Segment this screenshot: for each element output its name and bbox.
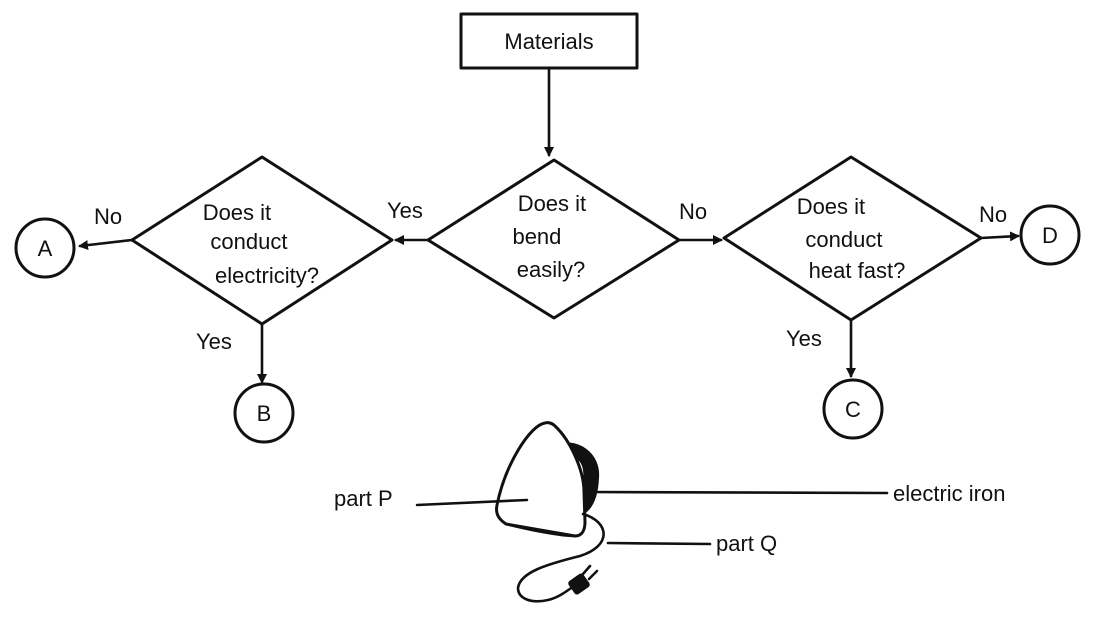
leader-part-q bbox=[606, 541, 712, 546]
plug-icon bbox=[568, 564, 599, 595]
decision-electricity-line-3: electricity? bbox=[215, 263, 319, 288]
start-box: Materials bbox=[459, 12, 639, 70]
outcome-b: B bbox=[233, 382, 295, 444]
decision-heat-line-1: Does it bbox=[797, 194, 865, 219]
outcome-c-label: C bbox=[845, 397, 861, 422]
electricity-no-label: No bbox=[94, 204, 122, 229]
decision-bend: Does it bend easily? bbox=[426, 158, 681, 320]
decision-electricity-line-2: conduct bbox=[210, 229, 287, 254]
outcome-c: C bbox=[822, 378, 884, 440]
leader-electric-iron bbox=[589, 490, 889, 495]
part-q-label: part Q bbox=[716, 531, 777, 556]
decision-electricity: Does it conduct electricity? bbox=[130, 155, 394, 326]
arrow-electricity-no bbox=[78, 238, 134, 251]
electric-iron-illustration bbox=[495, 421, 605, 603]
bend-no-label: No bbox=[679, 199, 707, 224]
decision-heat: Does it conduct heat fast? bbox=[722, 155, 983, 322]
decision-bend-line-1: Does it bbox=[518, 191, 586, 216]
electric-iron-label: electric iron bbox=[893, 481, 1005, 506]
heat-no-label: No bbox=[979, 202, 1007, 227]
leader-part-p bbox=[415, 498, 529, 507]
decision-heat-text: Does it conduct heat fast? bbox=[797, 194, 906, 283]
start-label: Materials bbox=[504, 29, 593, 54]
decision-bend-line-3: easily? bbox=[517, 257, 585, 282]
heat-yes-label: Yes bbox=[786, 326, 822, 351]
iron-cord bbox=[516, 512, 605, 603]
decision-bend-line-2: bend bbox=[512, 224, 561, 249]
iron-soleplate bbox=[504, 522, 577, 538]
decision-electricity-line-1: Does it bbox=[203, 200, 271, 225]
iron-body bbox=[495, 421, 587, 538]
outcome-d-label: D bbox=[1042, 223, 1058, 248]
decision-bend-text: Does it bend easily? bbox=[512, 191, 592, 282]
decision-heat-line-3: heat fast? bbox=[809, 258, 906, 283]
bend-yes-label: Yes bbox=[387, 198, 423, 223]
outcome-d: D bbox=[1019, 204, 1081, 266]
part-p-label: part P bbox=[334, 486, 393, 511]
decision-electricity-text: Does it conduct electricity? bbox=[203, 200, 319, 288]
outcome-a: A bbox=[14, 217, 76, 279]
decision-heat-line-2: conduct bbox=[805, 227, 882, 252]
outcome-b-label: B bbox=[257, 401, 272, 426]
arrow-heat-no bbox=[979, 231, 1020, 242]
electricity-yes-label: Yes bbox=[196, 329, 232, 354]
outcome-a-label: A bbox=[38, 236, 53, 261]
